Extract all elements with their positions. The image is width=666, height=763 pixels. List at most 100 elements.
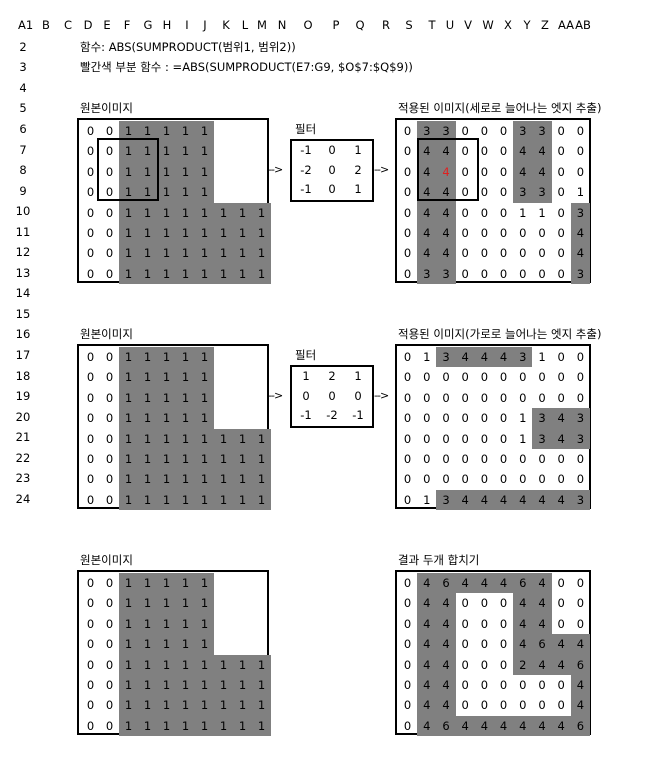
grid-cell[interactable]: 0	[557, 370, 565, 385]
grid-cell[interactable]: 1	[138, 408, 157, 429]
row-header-16[interactable]: 16	[15, 327, 31, 341]
grid-cell[interactable]: 0	[403, 472, 412, 487]
grid-cell[interactable]: 0	[403, 124, 412, 138]
grid-cell[interactable]: 4	[513, 593, 533, 614]
grid-cell[interactable]	[233, 182, 252, 202]
grid-cell[interactable]: 4	[513, 613, 533, 635]
grid-cell[interactable]: 1	[214, 428, 233, 449]
grid-cell[interactable]: 4	[417, 675, 437, 696]
grid-cell[interactable]: 6	[513, 573, 533, 594]
grid-cell[interactable]: 1	[302, 369, 310, 383]
grid-cell[interactable]: 3	[570, 202, 590, 223]
grid-cell[interactable]: 4	[551, 489, 571, 511]
grid-cell[interactable]: 1	[233, 695, 252, 716]
grid-cell[interactable]: 4	[494, 489, 514, 511]
grid-cell[interactable]: 0	[403, 266, 412, 281]
grid-cell[interactable]: 4	[570, 634, 590, 655]
grid-cell[interactable]: 0	[403, 431, 412, 446]
grid-cell[interactable]: 1	[423, 492, 431, 507]
grid-cell[interactable]: -1	[300, 143, 312, 157]
grid-cell[interactable]: 0	[499, 431, 508, 446]
grid-cell[interactable]: 4	[436, 182, 456, 203]
grid-cell[interactable]: 0	[403, 144, 412, 159]
grid-cell[interactable]: 0	[328, 143, 336, 157]
grid-cell[interactable]: 0	[105, 657, 114, 672]
grid-cell[interactable]: 1	[157, 408, 176, 429]
grid-cell[interactable]: 1	[119, 489, 138, 511]
grid-cell[interactable]: 0	[538, 678, 546, 692]
grid-cell[interactable]: 4	[551, 428, 571, 449]
grid-cell[interactable]: 1	[176, 593, 195, 614]
grid-cell[interactable]: 1	[176, 141, 195, 162]
column-header-l[interactable]: L	[241, 18, 249, 32]
grid-cell[interactable]: 0	[461, 144, 469, 159]
grid-cell[interactable]: 1	[157, 715, 176, 737]
column-header-k[interactable]: K	[222, 18, 230, 32]
grid-cell[interactable]: 4	[551, 654, 571, 675]
grid-cell[interactable]: 0	[403, 370, 412, 385]
grid-cell[interactable]: 1	[252, 469, 271, 490]
grid-cell[interactable]: 0	[480, 246, 489, 261]
grid-cell[interactable]: 0	[461, 452, 469, 466]
grid-cell[interactable]: 1	[214, 223, 233, 244]
grid-cell[interactable]: 1	[119, 593, 138, 614]
grid-cell[interactable]: 4	[570, 243, 590, 264]
grid-cell[interactable]: 4	[417, 695, 437, 716]
grid-cell[interactable]: 0	[105, 205, 114, 220]
grid-cell[interactable]: 4	[436, 161, 456, 183]
grid-cell[interactable]	[252, 573, 271, 593]
grid-cell[interactable]: 4	[436, 675, 456, 696]
grid-cell[interactable]: 1	[176, 695, 195, 716]
grid-cell[interactable]	[214, 634, 233, 654]
grid-cell[interactable]: 1	[157, 675, 176, 696]
grid-cell[interactable]: 1	[195, 469, 214, 490]
grid-cell[interactable]: 0	[86, 124, 95, 138]
grid-cell[interactable]	[252, 593, 271, 613]
grid-cell[interactable]: 1	[233, 469, 252, 490]
grid-cell[interactable]: 4	[417, 593, 437, 614]
grid-cell[interactable]: 0	[86, 596, 95, 611]
grid-cell[interactable]: 1	[119, 141, 138, 162]
grid-cell[interactable]: 1	[176, 408, 195, 429]
grid-cell[interactable]: 0	[480, 390, 489, 405]
column-header-f[interactable]: F	[123, 18, 131, 32]
grid-cell[interactable]: 1	[157, 654, 176, 675]
grid-cell[interactable]: 3	[417, 121, 437, 142]
grid-cell[interactable]: 6	[570, 654, 590, 675]
grid-cell[interactable]: 0	[461, 246, 469, 261]
column-header-e[interactable]: E	[103, 18, 111, 32]
grid-cell[interactable]: 0	[538, 472, 546, 487]
grid-cell[interactable]: 1	[119, 367, 138, 388]
grid-cell[interactable]: 4	[494, 347, 514, 368]
grid-cell[interactable]: 4	[417, 634, 437, 655]
grid-cell[interactable]	[252, 141, 271, 161]
grid-cell[interactable]: 1	[214, 654, 233, 675]
grid-cell[interactable]: 0	[86, 144, 95, 159]
grid-cell[interactable]: 1	[176, 428, 195, 449]
grid-cell[interactable]: 4	[436, 141, 456, 162]
grid-cell[interactable]: 1	[252, 428, 271, 449]
grid-cell[interactable]: 1	[119, 223, 138, 244]
grid-cell[interactable]: 0	[480, 452, 489, 466]
grid-cell[interactable]: 3	[436, 347, 456, 368]
grid-cell[interactable]: 1	[176, 243, 195, 264]
column-header-t[interactable]: T	[428, 18, 436, 32]
grid-cell[interactable]: 4	[513, 715, 533, 737]
grid-cell[interactable]: 1	[119, 263, 138, 285]
grid-cell[interactable]: 1	[519, 205, 527, 220]
grid-cell[interactable]: 1	[195, 449, 214, 470]
row-header-7[interactable]: 7	[19, 143, 27, 157]
grid-cell[interactable]: 3	[570, 408, 590, 429]
grid-cell[interactable]: 1	[354, 182, 362, 197]
grid-cell[interactable]: 1	[157, 593, 176, 614]
grid-cell[interactable]	[252, 634, 271, 654]
grid-cell[interactable]: 0	[557, 226, 565, 240]
grid-cell[interactable]: 1	[119, 243, 138, 264]
grid-cell[interactable]: 1	[195, 161, 214, 183]
grid-cell[interactable]: 0	[480, 226, 489, 240]
grid-cell[interactable]: 0	[86, 266, 95, 281]
grid-cell[interactable]: 1	[138, 613, 157, 635]
grid-cell[interactable]: 1	[214, 695, 233, 716]
grid-cell[interactable]: 1	[138, 449, 157, 470]
grid-cell[interactable]: 1	[233, 202, 252, 223]
